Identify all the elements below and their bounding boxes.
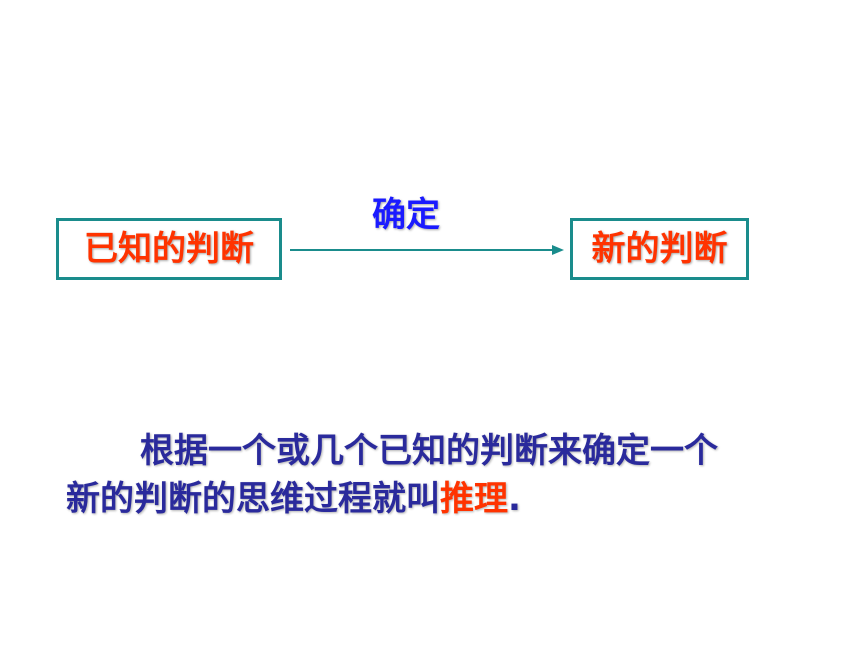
known-judgment-box: 已知的判断: [56, 218, 282, 280]
definition-period: .: [508, 479, 521, 519]
known-judgment-label: 已知的判断: [84, 229, 254, 269]
term-reasoning: 推理: [440, 479, 508, 519]
definition-line-1: 根据一个或几个已知的判断来确定一个: [140, 431, 718, 471]
new-judgment-label: 新的判断: [591, 229, 728, 269]
right-arrow-icon: [290, 245, 564, 255]
definition-line-2: 新的判断的思维过程就叫推理.: [66, 482, 521, 516]
definition-line-2-text: 新的判断的思维过程就叫: [66, 479, 440, 519]
arrow-label: 确定: [372, 195, 440, 235]
new-judgment-box: 新的判断: [570, 218, 749, 280]
